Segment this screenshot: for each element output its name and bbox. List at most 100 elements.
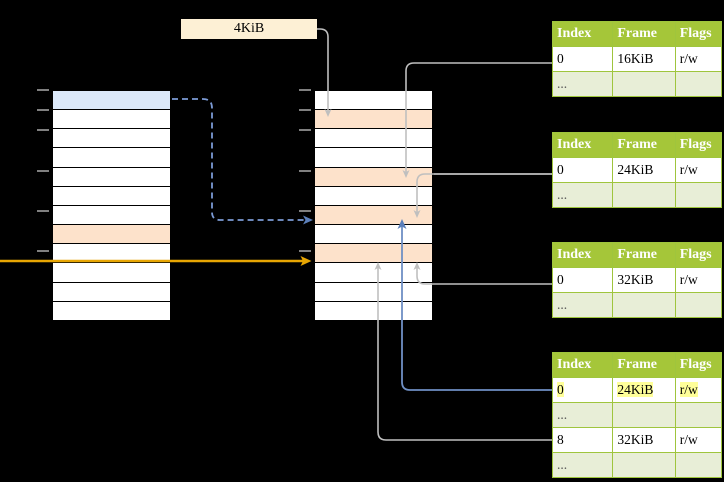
table-cell: 24KiB (612, 377, 676, 403)
table-cell: 16KiB (612, 46, 676, 72)
cell-value: ... (557, 297, 568, 312)
table-cell (612, 182, 676, 208)
cell-value: r/w (679, 162, 698, 177)
middle-memory-column-row (314, 166, 433, 187)
middle-memory-column-row (314, 128, 433, 149)
middle-memory-column (313, 89, 434, 331)
table-cell: 32KiB (612, 427, 676, 453)
table-row: ... (551, 292, 723, 318)
table-cell: ... (551, 402, 614, 428)
left-memory-column-row (52, 147, 171, 168)
middle-memory-column-tick (299, 109, 311, 112)
table-cell (674, 452, 723, 478)
table-row: ... (551, 71, 723, 97)
middle-memory-column-row (314, 90, 433, 111)
middle-memory-column-row (314, 109, 433, 130)
left-memory-column-row (52, 262, 171, 283)
middle-memory-column-row (314, 262, 433, 283)
table-cell: r/w (674, 427, 723, 453)
cell-value: 0 (557, 162, 564, 177)
cell-value: r/w (679, 432, 698, 447)
wire-table3-to-middle (413, 262, 552, 285)
table-cell: ... (551, 71, 614, 97)
table-cell: r/w (674, 267, 723, 293)
column-header-index: Index (551, 132, 614, 158)
table-cell: 24KiB (612, 157, 676, 183)
middle-memory-column-row (314, 300, 433, 321)
table-cell (674, 182, 723, 208)
table-cell (612, 292, 676, 318)
cell-value: r/w (679, 272, 698, 287)
cell-value: r/w (679, 382, 698, 397)
table-row: 0 24KiB r/w (551, 377, 723, 403)
left-memory-column-tick (37, 250, 49, 253)
left-memory-column (51, 89, 172, 331)
cell-value: ... (557, 457, 568, 472)
left-memory-column-tick (37, 169, 49, 172)
cell-value: 16KiB (617, 51, 654, 66)
table-cell: 32KiB (612, 267, 676, 293)
table-cell: ... (551, 182, 614, 208)
table-cell: 0 (551, 267, 614, 293)
table-row: ... (551, 452, 723, 478)
left-memory-column-row (52, 281, 171, 302)
table-cell: 8 (551, 427, 614, 453)
table-row: 0 16KiB r/w (551, 46, 723, 72)
column-header-frame: Frame (612, 132, 676, 158)
size-label-4kib: 4KiB (181, 19, 317, 39)
left-memory-column-row (52, 109, 171, 130)
table-cell (612, 452, 676, 478)
column-header-frame: Frame (612, 21, 676, 47)
column-header-flags: Flags (674, 242, 723, 268)
table-cell (674, 292, 723, 318)
middle-memory-column-tick (299, 250, 311, 253)
middle-memory-column-tick (299, 210, 311, 212)
table-cell (674, 71, 723, 97)
cell-value: 8 (557, 432, 564, 447)
cell-value: r/w (679, 51, 698, 66)
table-cell (612, 402, 676, 428)
column-header-index: Index (551, 21, 614, 47)
middle-memory-column-row (314, 185, 433, 206)
left-memory-column-tick (37, 109, 49, 112)
left-memory-column-row (52, 90, 171, 111)
table-cell: r/w (674, 46, 723, 72)
table-cell: 0 (551, 157, 614, 183)
column-header-frame: Frame (612, 352, 676, 378)
left-memory-column-row (52, 166, 171, 187)
column-header-flags: Flags (674, 132, 723, 158)
table-row: ... (551, 182, 723, 208)
cell-value: 0 (557, 272, 564, 287)
wire-left-blue-to-middle (172, 98, 313, 225)
middle-memory-column-row (314, 147, 433, 168)
wire-table2-to-middle (413, 173, 552, 218)
table-cell: ... (551, 452, 614, 478)
cell-value: 24KiB (617, 382, 654, 397)
left-memory-column-row (52, 224, 171, 245)
cell-value: 0 (557, 382, 564, 397)
column-header-flags: Flags (674, 21, 723, 47)
middle-memory-column-row (314, 243, 433, 264)
left-memory-column-tick (37, 210, 49, 212)
table-cell: 0 (551, 46, 614, 72)
table-cell: ... (551, 292, 614, 318)
cell-value: ... (557, 76, 568, 91)
left-memory-column-row (52, 300, 171, 321)
cell-value: ... (557, 187, 568, 202)
left-memory-column-row (52, 204, 171, 226)
left-memory-column-row (52, 185, 171, 206)
size-label-text: 4KiB (233, 21, 265, 36)
left-memory-column-tick (37, 129, 49, 132)
table-cell: r/w (674, 377, 723, 403)
cell-value: 0 (557, 51, 564, 66)
